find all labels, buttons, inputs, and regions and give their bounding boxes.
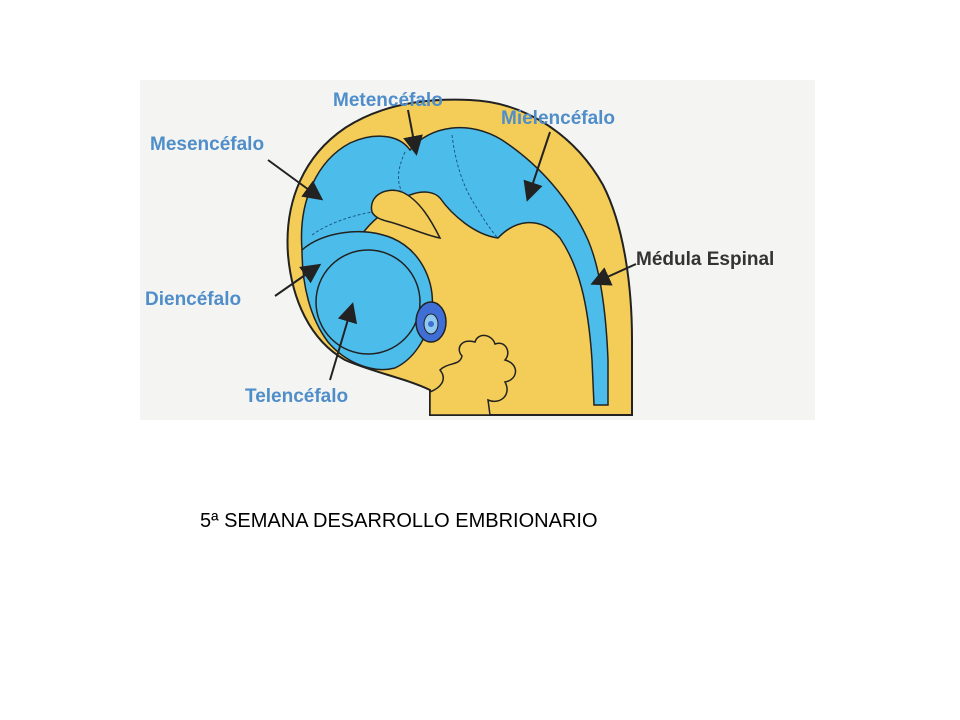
label-metencefalo: Metencéfalo bbox=[333, 90, 443, 111]
arrow-metencefalo bbox=[403, 109, 423, 156]
caption: 5ª SEMANA DESARROLLO EMBRIONARIO bbox=[200, 510, 598, 532]
label-telencefalo: Telencéfalo bbox=[245, 386, 348, 407]
label-medula-espinal: Médula Espinal bbox=[636, 249, 774, 270]
arrow-telencefalo bbox=[329, 302, 358, 381]
label-diencefalo: Diencéfalo bbox=[145, 289, 241, 310]
arrow-medula-espinal bbox=[590, 263, 637, 286]
flexure-notch bbox=[370, 189, 442, 239]
telencephalon-region bbox=[315, 249, 421, 355]
optic-vesicle bbox=[415, 301, 447, 343]
region-boundaries bbox=[311, 134, 499, 239]
label-mesencefalo: Mesencéfalo bbox=[150, 134, 264, 155]
branchial-arches bbox=[429, 334, 517, 416]
arrow-mesencefalo bbox=[267, 159, 324, 201]
pointer-arrows bbox=[267, 109, 637, 381]
label-mielencefalo: Mielencéfalo bbox=[501, 108, 615, 129]
arrow-diencefalo bbox=[274, 263, 322, 297]
arrow-mielencefalo bbox=[523, 131, 551, 202]
